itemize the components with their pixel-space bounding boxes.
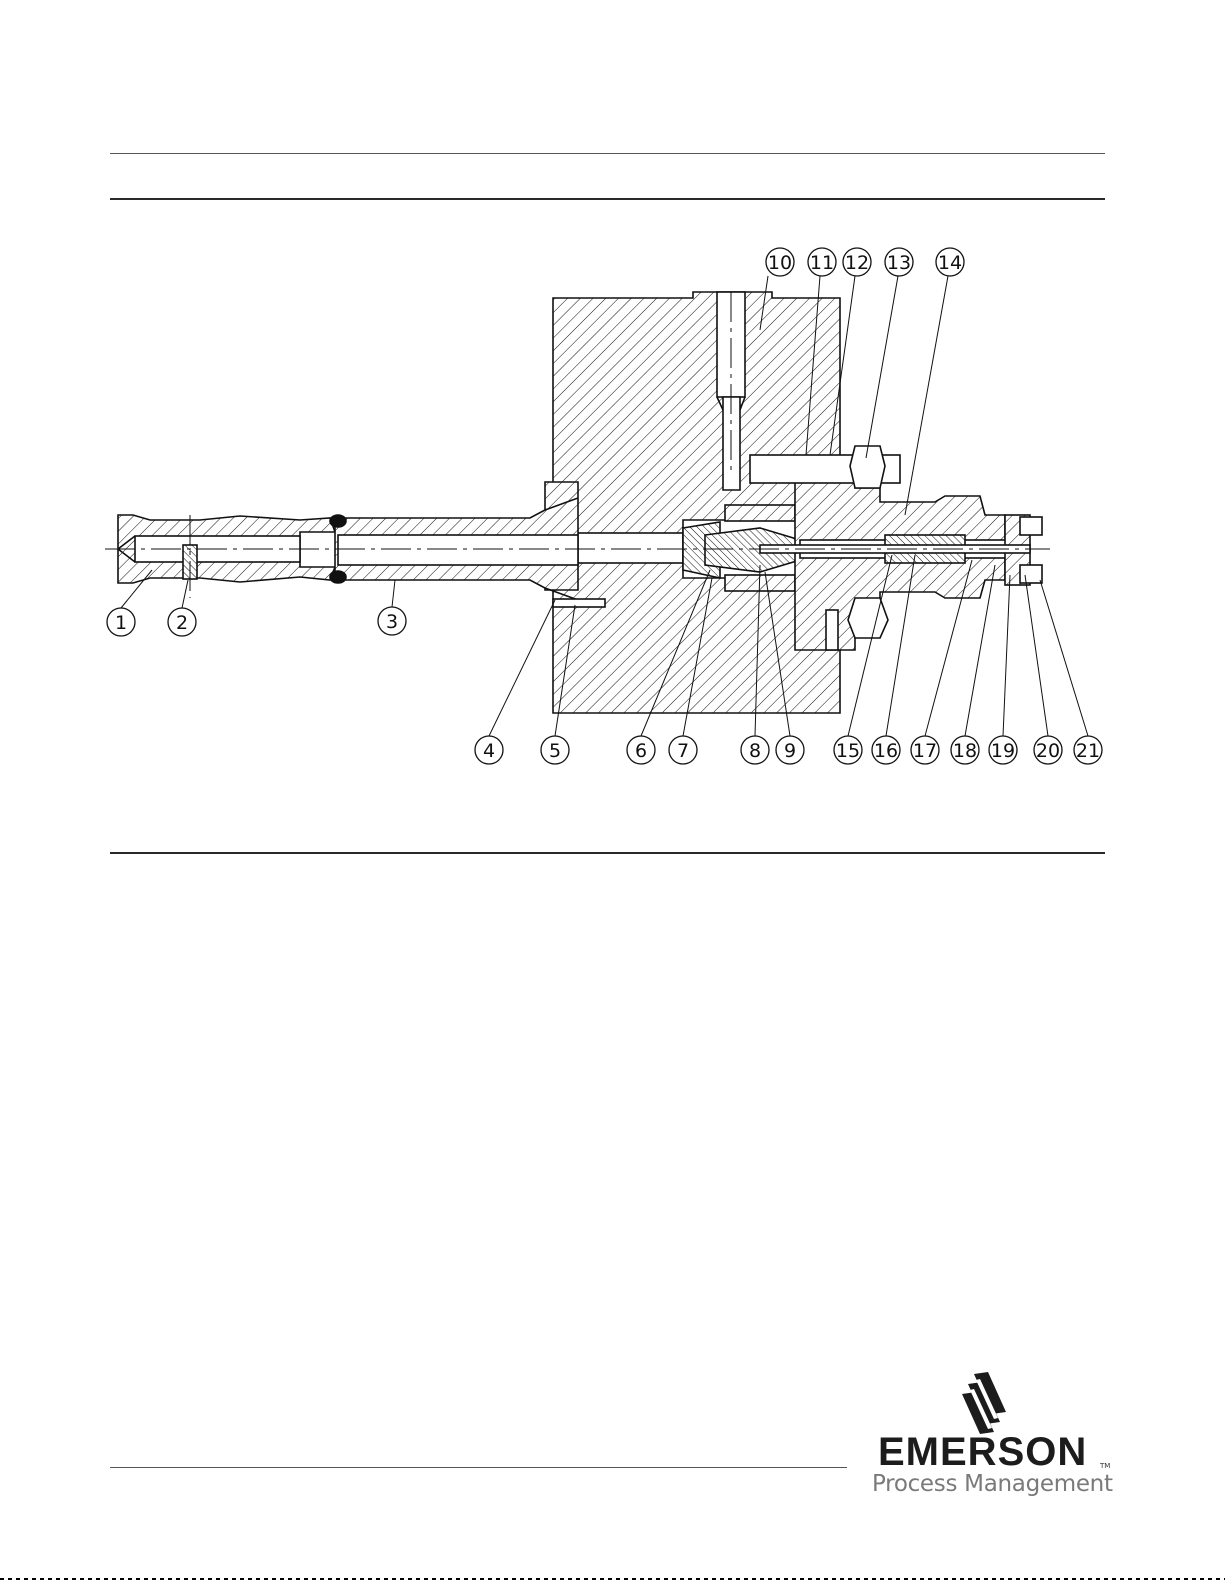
stud-lower <box>826 610 838 650</box>
callout-label: 17 <box>913 740 937 762</box>
callout-18: 18 <box>951 736 979 764</box>
callout-8: 8 <box>741 736 769 764</box>
page-edge-line <box>0 1578 1225 1580</box>
cage <box>725 505 795 521</box>
callout-4: 4 <box>475 736 503 764</box>
callout-label: 9 <box>784 740 796 762</box>
callout-label: 2 <box>176 612 188 634</box>
callout-6: 6 <box>627 736 655 764</box>
callout-label: 20 <box>1036 740 1060 762</box>
callout-label: 18 <box>953 740 977 762</box>
callout-10: 10 <box>766 248 794 276</box>
callout-label: 6 <box>635 740 647 762</box>
callout-7: 7 <box>669 736 697 764</box>
callout-label: 3 <box>386 611 398 633</box>
callout-11: 11 <box>808 248 836 276</box>
callout-label: 4 <box>483 740 495 762</box>
callout-20: 20 <box>1034 736 1062 764</box>
callout-2: 2 <box>168 608 196 636</box>
dowel-pin <box>553 599 605 607</box>
weld-bead-top <box>330 515 346 527</box>
callout-14: 14 <box>936 248 964 276</box>
brand-trademark: TM <box>1100 1462 1110 1470</box>
callout-3: 3 <box>378 607 406 635</box>
callout-12: 12 <box>843 248 871 276</box>
callout-17: 17 <box>911 736 939 764</box>
callout-9: 9 <box>776 736 804 764</box>
callout-label: 14 <box>938 252 962 274</box>
callout-label: 13 <box>887 252 911 274</box>
callout-label: 16 <box>874 740 898 762</box>
callout-label: 19 <box>991 740 1015 762</box>
callout-label: 12 <box>845 252 869 274</box>
footer-rule <box>110 1467 847 1468</box>
callout-1: 1 <box>107 608 135 636</box>
callout-label: 10 <box>768 252 792 274</box>
nut-lower <box>848 598 888 638</box>
callout-21: 21 <box>1074 736 1102 764</box>
section-rule <box>110 852 1105 854</box>
callout-13: 13 <box>885 248 913 276</box>
callout-5: 5 <box>541 736 569 764</box>
callout-label: 8 <box>749 740 761 762</box>
callout-label: 5 <box>549 740 561 762</box>
callout-label: 15 <box>836 740 860 762</box>
brand-tagline: Process Management <box>872 1471 1113 1497</box>
weld-bead-bottom <box>330 571 346 583</box>
callout-16: 16 <box>872 736 900 764</box>
callout-label: 11 <box>810 252 834 274</box>
callout-label: 1 <box>115 612 127 634</box>
callout-label: 7 <box>677 740 689 762</box>
brand-name: EMERSON <box>878 1430 1087 1475</box>
callout-15: 15 <box>834 736 862 764</box>
flange-nut-top <box>1020 517 1042 535</box>
callout-19: 19 <box>989 736 1017 764</box>
callout-label: 21 <box>1076 740 1100 762</box>
flange-nut-bottom <box>1020 565 1042 583</box>
